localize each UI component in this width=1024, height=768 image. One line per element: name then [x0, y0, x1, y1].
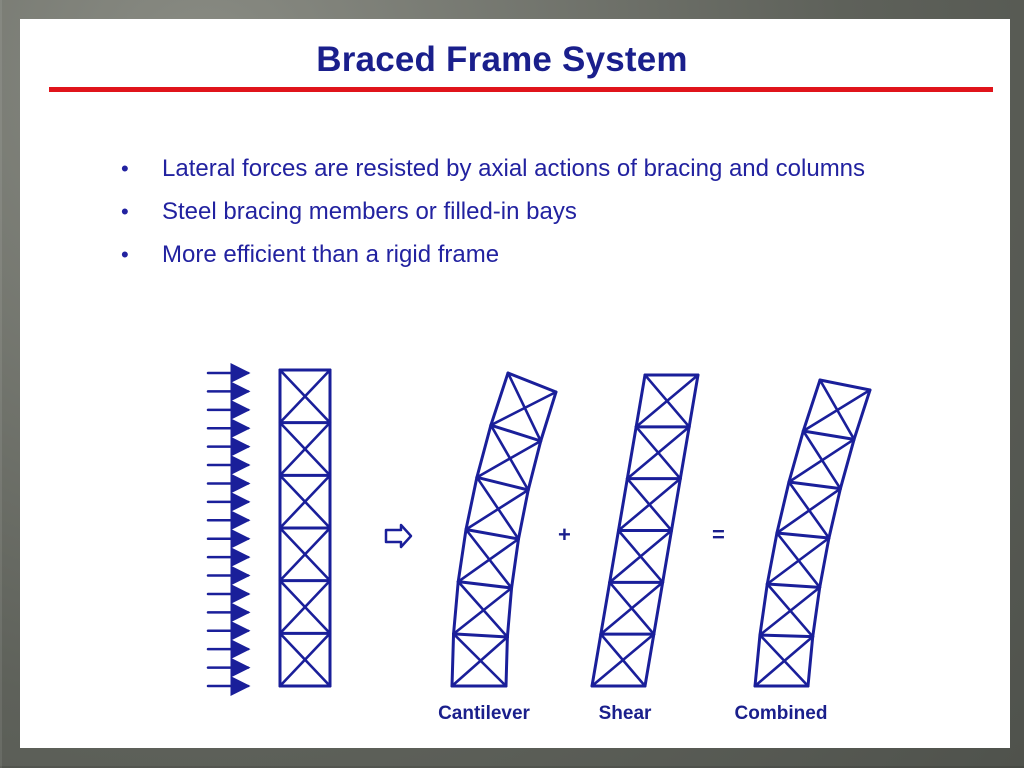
bullet-text: More efficient than a rigid frame: [162, 241, 500, 268]
brace: [278, 579, 332, 635]
bullet-list: • Lateral forces are resisted by axial a…: [112, 152, 912, 281]
brace: [278, 526, 332, 582]
column-segment: [758, 582, 769, 637]
bullet-item: • Steel bracing members or filled-in bay…: [112, 195, 912, 228]
brace: [787, 438, 856, 484]
braced-frame-cantilever: [450, 371, 558, 688]
caption-shear: Shear: [598, 703, 652, 724]
column-segment: [652, 580, 665, 636]
brace: [452, 586, 513, 636]
brace: [278, 474, 332, 530]
column-segment: [806, 635, 815, 688]
brace: [475, 439, 543, 479]
column-segment: [456, 528, 468, 584]
beam: [489, 423, 543, 443]
beam: [758, 633, 815, 639]
brace: [489, 390, 558, 427]
brace: [765, 536, 831, 586]
column-segment: [818, 536, 831, 589]
bullet-marker: •: [121, 156, 129, 181]
brace: [801, 388, 872, 433]
caption-combined: Combined: [734, 703, 828, 724]
brace: [450, 635, 509, 688]
slide-title: Braced Frame System: [316, 40, 688, 79]
title-underline: [49, 87, 993, 92]
braced-frame-combined: [753, 378, 872, 688]
brace: [608, 529, 673, 584]
bullet-marker: •: [121, 199, 129, 224]
column-segment: [753, 633, 762, 688]
brace: [634, 373, 700, 429]
beam: [464, 528, 520, 541]
lateral-load-arrows: [206, 363, 251, 696]
beam: [456, 580, 514, 590]
beam: [452, 632, 509, 639]
column-segment: [452, 580, 460, 636]
brace: [278, 368, 332, 424]
column-segment: [608, 529, 620, 584]
brace: [775, 487, 842, 535]
column-segment: [852, 388, 872, 441]
brace: [278, 632, 332, 688]
caption-cantilever: Cantilever: [438, 703, 530, 724]
beam: [506, 371, 558, 394]
brace: [617, 477, 682, 532]
implies-arrow-icon: [384, 523, 413, 549]
beam: [801, 429, 856, 441]
beam: [765, 582, 822, 589]
column-segment: [827, 487, 842, 540]
column-segment: [838, 437, 856, 491]
column-segment: [625, 425, 638, 481]
bullet-marker: •: [121, 242, 129, 267]
column-segment: [510, 537, 520, 590]
column-segment: [475, 423, 493, 479]
brace: [590, 632, 656, 688]
column-segment: [617, 477, 629, 532]
column-segment: [526, 439, 543, 492]
brace: [464, 488, 530, 531]
column-segment: [634, 373, 647, 429]
column-segment: [464, 475, 479, 531]
column-segment: [775, 480, 791, 535]
equals-sign: =: [712, 522, 725, 547]
brace: [599, 581, 664, 636]
beam: [775, 531, 831, 540]
column-segment: [505, 586, 514, 639]
brace: [278, 421, 332, 477]
column-segment: [643, 632, 656, 688]
column-segment: [590, 632, 603, 688]
bullet-item: • Lateral forces are resisted by axial a…: [112, 152, 912, 185]
beam: [787, 480, 842, 491]
column-segment: [765, 531, 779, 586]
column-segment: [539, 390, 558, 443]
beam: [475, 475, 530, 492]
column-segment: [670, 477, 682, 532]
column-segment: [661, 529, 673, 584]
beam: [818, 378, 872, 392]
column-segment: [811, 585, 822, 639]
column-segment: [687, 373, 700, 429]
column-segment: [787, 429, 805, 484]
plus-sign: +: [558, 522, 571, 547]
column-segment: [599, 580, 612, 636]
column-segment: [489, 371, 510, 427]
brace: [753, 635, 815, 688]
bullet-text: Lateral forces are resisted by axial act…: [162, 155, 866, 182]
brace: [456, 537, 520, 583]
braced-frame-shear: [590, 373, 700, 688]
column-segment: [801, 378, 822, 433]
bullet-text: Steel bracing members or filled-in bays: [162, 198, 577, 225]
braced-frame-undeformed: [278, 368, 332, 688]
brace: [626, 425, 691, 480]
column-segment: [678, 425, 691, 481]
column-segment: [517, 488, 530, 541]
column-segment: [504, 635, 509, 688]
bullet-item: • More efficient than a rigid frame: [112, 238, 912, 271]
brace: [758, 586, 822, 637]
column-segment: [450, 632, 456, 688]
